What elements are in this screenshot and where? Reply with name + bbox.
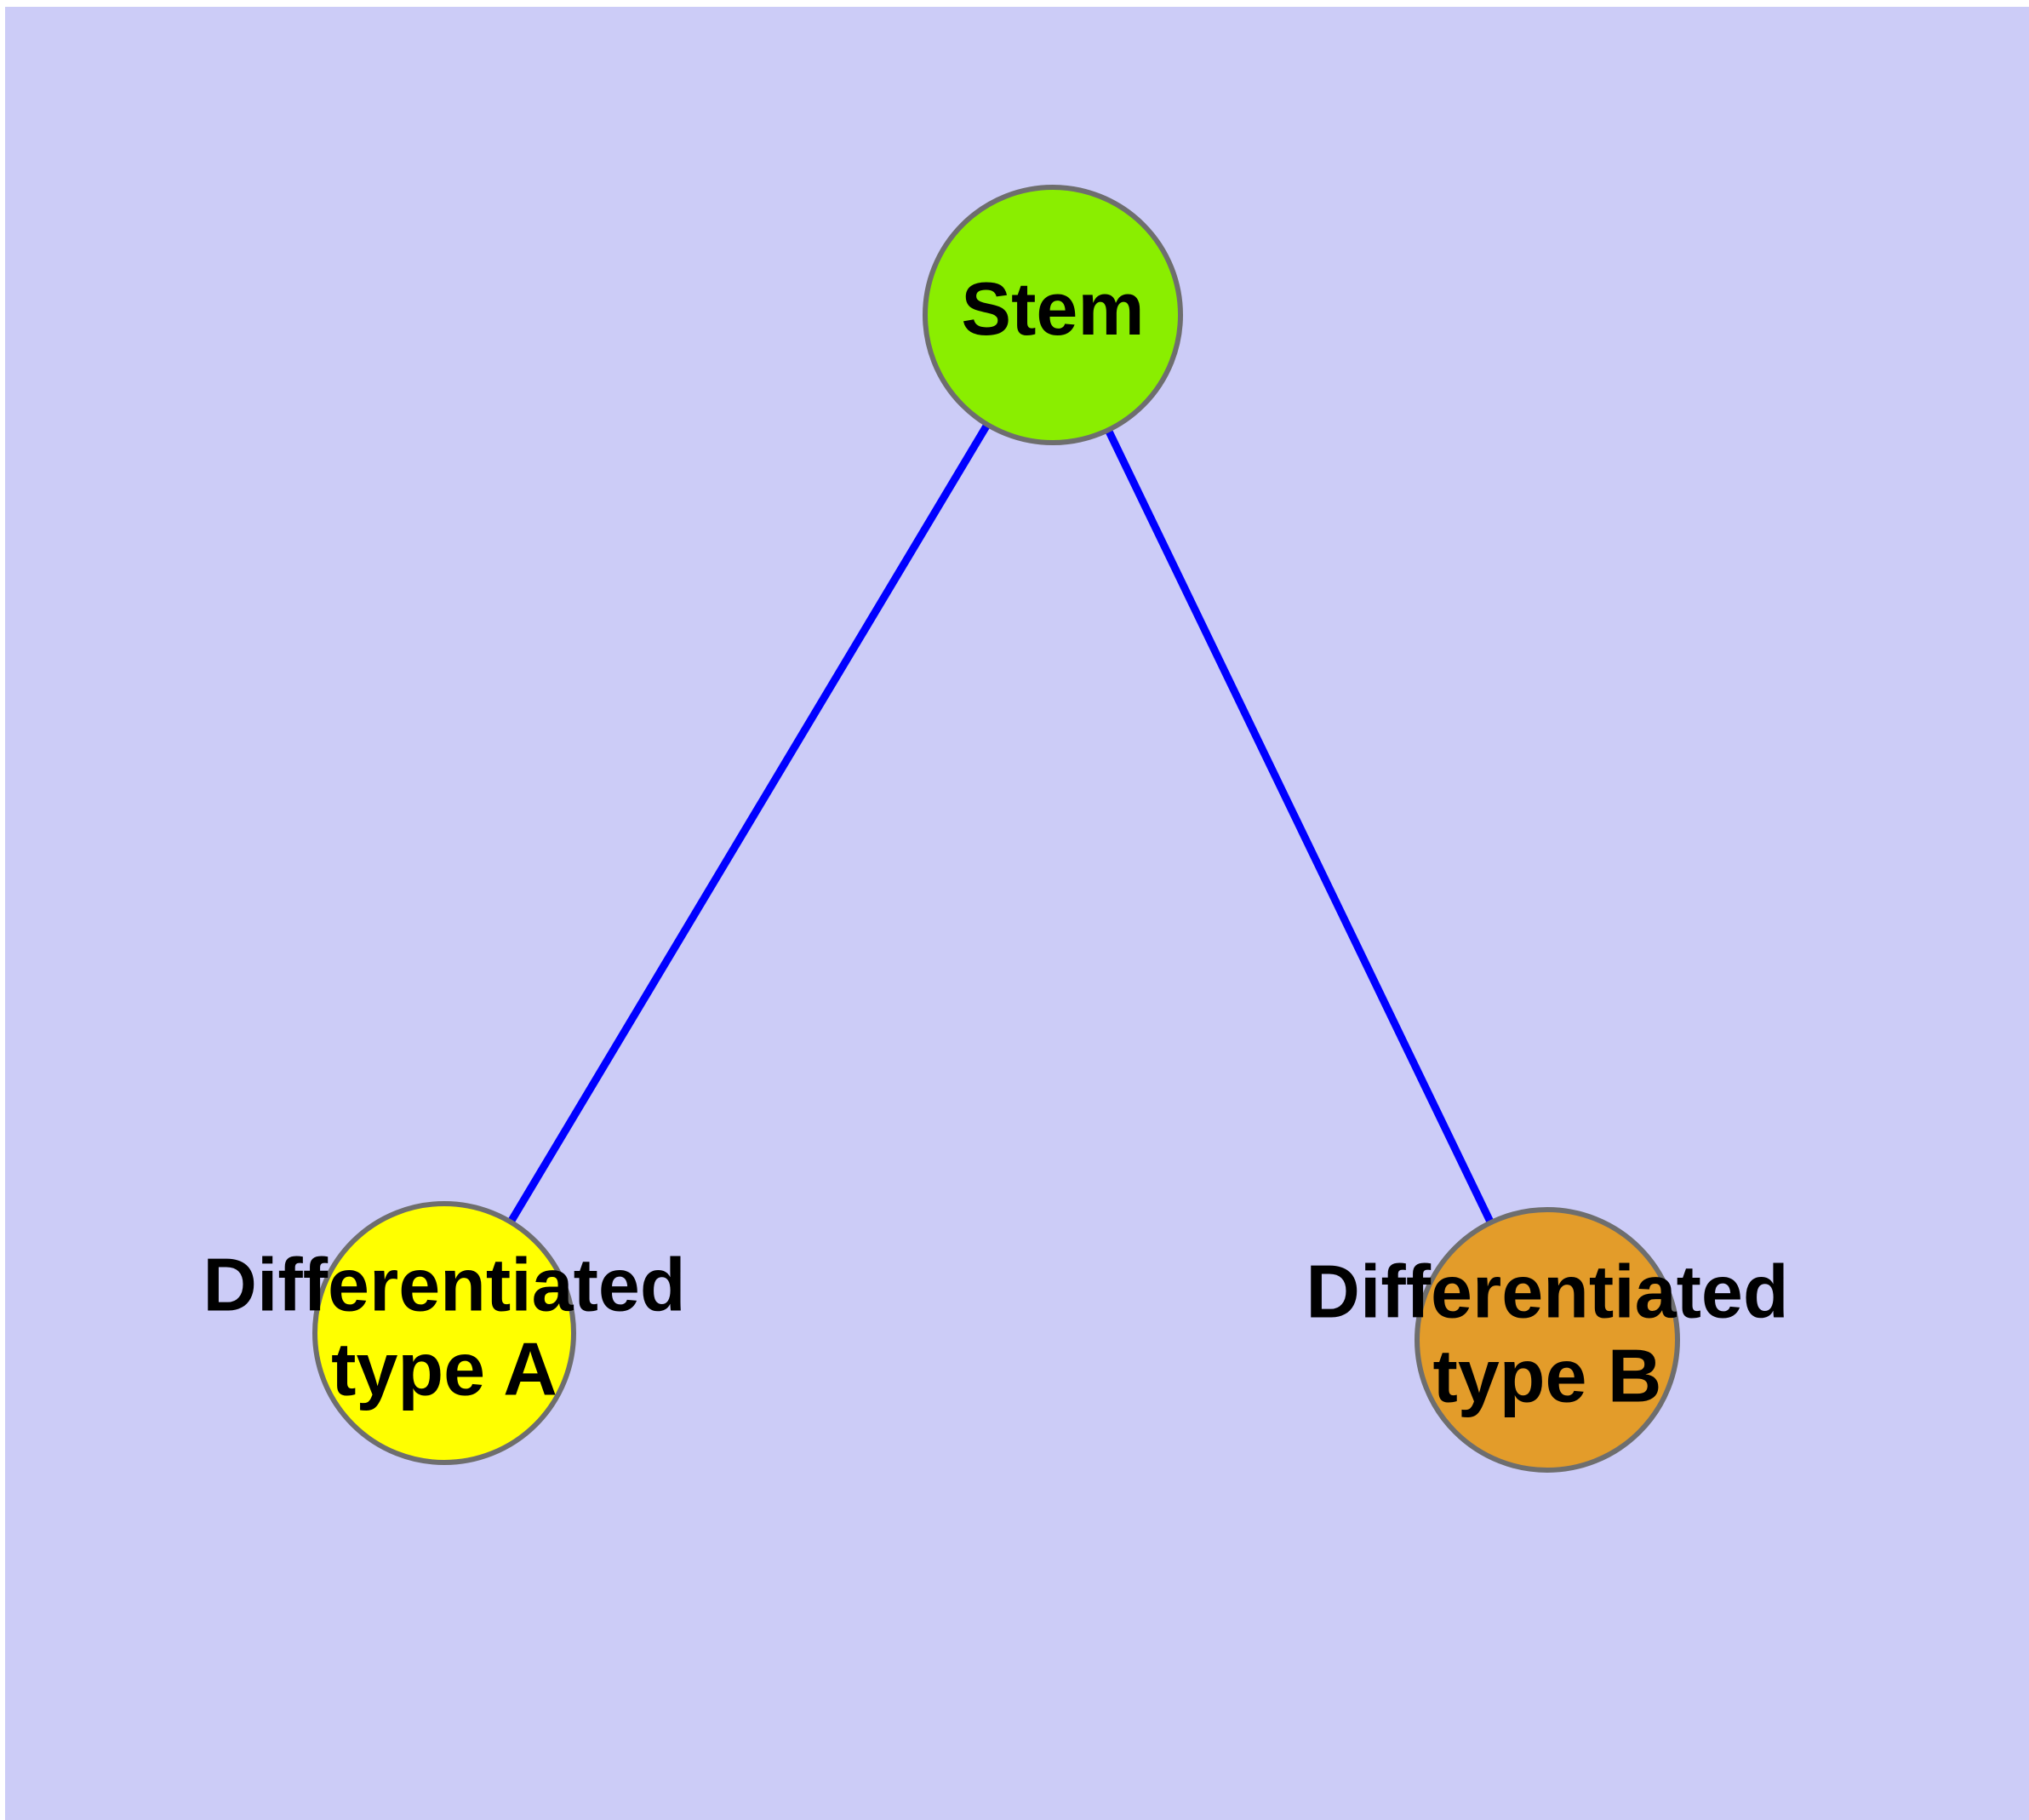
node-circle-diff_a[interactable] xyxy=(312,1201,576,1465)
edges-layer xyxy=(441,312,1552,1342)
node-label-line: Differentiated xyxy=(203,1243,685,1327)
node-circle-diff_b[interactable] xyxy=(1415,1207,1680,1473)
node-label-line: type A xyxy=(331,1327,557,1411)
node-label-stem: Stem xyxy=(961,266,1144,351)
graph-node-stem[interactable]: Stem xyxy=(923,185,1183,445)
node-label-line: Stem xyxy=(961,266,1144,351)
node-label-line: type B xyxy=(1433,1334,1662,1418)
node-circle-stem[interactable] xyxy=(923,185,1183,445)
node-label-line: Differentiated xyxy=(1306,1250,1788,1334)
graph-edge-stem-to-a[interactable] xyxy=(441,312,1056,1336)
graph-edge-stem-to-b[interactable] xyxy=(1049,313,1552,1342)
